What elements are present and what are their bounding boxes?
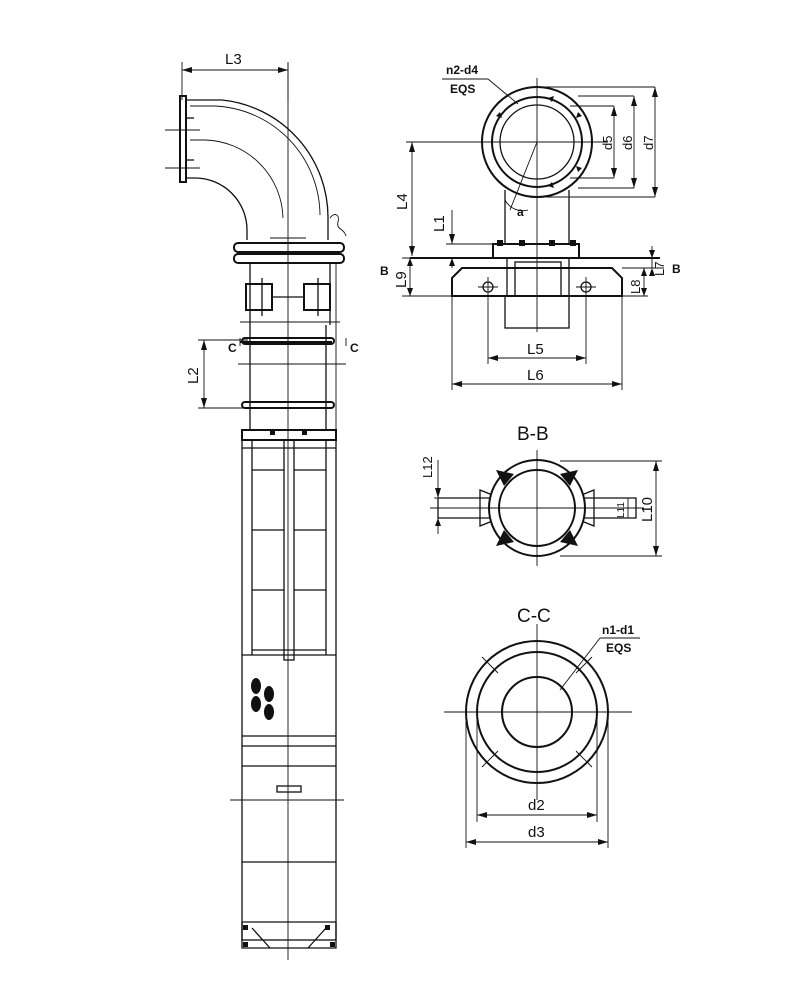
dim-L8: L8 (628, 280, 643, 294)
bb-wedge-bl (496, 530, 514, 546)
section-marker-c-left: C (228, 341, 237, 355)
dim-L12: L12 (420, 456, 435, 478)
note-cc-eqs: EQS (606, 641, 631, 655)
dim-L4: L4 (394, 193, 411, 210)
section-bb-title: B-B (517, 424, 549, 445)
head-ring-lower (233, 253, 345, 264)
dim-L5: L5 (527, 341, 544, 358)
dim-d2: d2 (528, 797, 545, 814)
note-top-holes: n2-d4 (446, 63, 478, 77)
dim-L1: L1 (431, 215, 448, 232)
note-top-eqs: EQS (450, 82, 475, 96)
elbow-outer (186, 99, 329, 240)
dim-d5: d5 (600, 136, 615, 150)
clamp-right (303, 283, 331, 311)
bb-wedge-br (560, 530, 578, 546)
side-view: L3 C C (165, 51, 359, 960)
dim-d3: d3 (528, 824, 545, 841)
bb-arm-left (437, 497, 489, 519)
bb-arm-right (585, 497, 637, 519)
top-view: d5 d6 d7 n2-d4 EQS a B B (380, 63, 681, 390)
section-cc: C-C n1-d1 EQS d2 d3 (444, 606, 640, 848)
head-ring-upper (233, 242, 345, 253)
dim-L9: L9 (393, 271, 410, 288)
section-marker-b-left: B (380, 264, 389, 278)
dim-L2: L2 (185, 367, 202, 384)
dim-d7: d7 (641, 136, 656, 150)
nameplate (276, 785, 302, 793)
note-cc-holes: n1-d1 (602, 623, 634, 637)
bb-wedge-tl (496, 470, 514, 486)
bb-wedge-tr (560, 470, 578, 486)
cable-guard (283, 439, 295, 661)
dim-L6: L6 (527, 367, 544, 384)
column-lower (504, 295, 570, 329)
dim-L10: L10 (639, 497, 656, 522)
section-marker-c-right: C (350, 341, 359, 355)
motor-head-plate (241, 429, 337, 441)
elbow-inner (186, 177, 248, 240)
dim-L7: L7 (652, 262, 667, 276)
section-marker-b-right: B (672, 262, 681, 276)
section-bb: B-B L12 L11 L10 (420, 424, 662, 566)
section-cc-title: C-C (517, 606, 551, 627)
head-flange-bar (492, 243, 580, 259)
dim-L11: L11 (616, 502, 627, 518)
discharge-flange (179, 95, 187, 183)
dim-angle-a: a (517, 205, 524, 219)
dim-d6: d6 (620, 136, 635, 150)
dim-L3: L3 (225, 51, 242, 68)
